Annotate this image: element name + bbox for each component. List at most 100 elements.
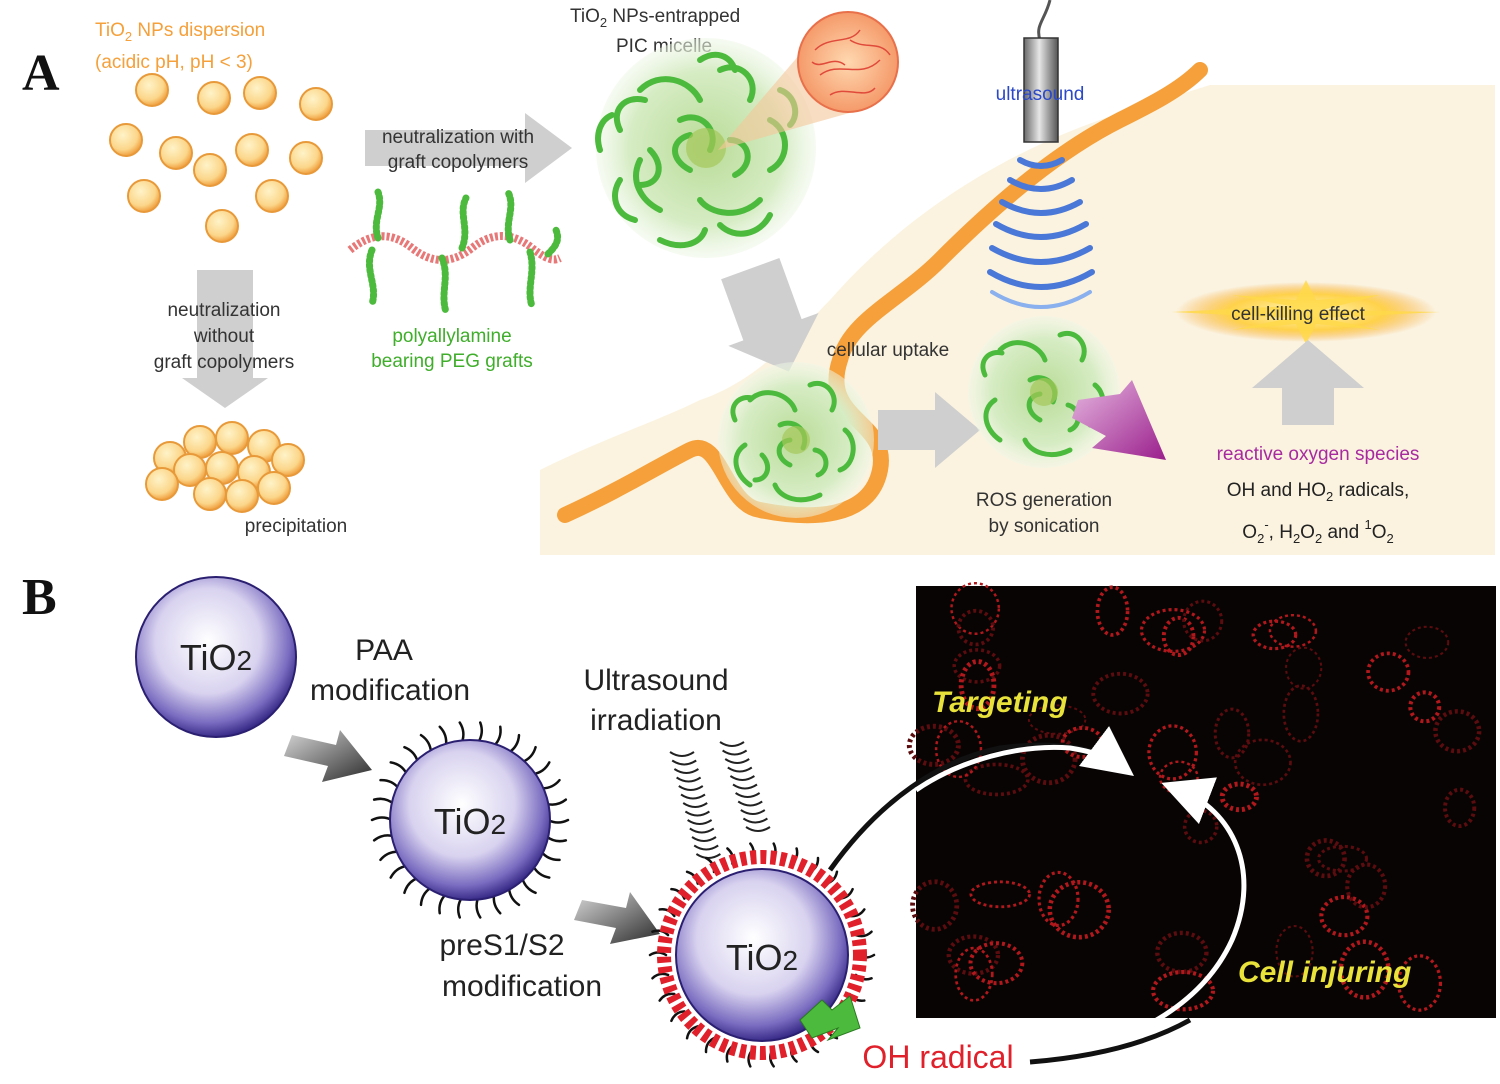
arrow-pres-modification: [574, 892, 660, 944]
cell-outline: [1443, 787, 1477, 829]
dispersed-nanoparticles: [109, 73, 333, 243]
tio2-bare-particle: TiO2: [135, 576, 297, 738]
cell-outline: [1147, 724, 1198, 781]
radicals-label-2: O2-, H2O2 and 1O2: [1242, 517, 1393, 546]
polymer-hair: [419, 886, 433, 907]
arrow-to-uptake: [721, 258, 819, 372]
cell-outline: [1047, 879, 1111, 940]
cell-outline: [1161, 615, 1196, 658]
polymer-hair: [492, 725, 502, 748]
polymer-hair: [379, 778, 400, 790]
ultrasound-label-a: ultrasound: [996, 84, 1085, 105]
cell-outline: [1319, 894, 1370, 938]
cell-killing-burst: [1172, 280, 1440, 344]
panel-b-letter: B: [22, 569, 57, 626]
ultrasound-wave-stroke: [727, 766, 753, 773]
cell-outline: [1219, 781, 1259, 813]
ultrasound-wave-stroke: [678, 785, 704, 791]
polymer-hair: [370, 816, 394, 822]
polymer-label-2: bearing PEG grafts: [371, 351, 533, 372]
ultrasound-wave-stroke: [671, 759, 697, 766]
arrow-to-ros: [878, 392, 980, 468]
ultrasound-wave-stroke: [676, 776, 702, 783]
panel-a: A TiO2 NPs dispersion (acidic pH, pH < 3…: [22, 0, 1495, 555]
cell-outline: [958, 659, 997, 712]
polymer-hair: [670, 1010, 686, 1023]
cell-outline: [906, 723, 961, 767]
cell-outline: [1155, 930, 1209, 975]
polymer-hair: [648, 951, 668, 957]
ultrasound-wave-stroke: [682, 802, 708, 808]
pic-micelle-sonication: [968, 316, 1120, 468]
pres-label-2: modification: [442, 970, 602, 1003]
cell-outline: [1317, 844, 1369, 873]
cell-outline: [1282, 684, 1320, 743]
ultrasound-wave-stroke: [740, 809, 766, 815]
tio2-bare-label: TiO2: [180, 637, 252, 678]
panel-a-letter: A: [22, 45, 60, 102]
dispersion-label: TiO2 NPs dispersion: [95, 20, 265, 44]
polymer-hair: [546, 818, 570, 824]
pres-label-1: preS1/S2: [439, 929, 564, 962]
cell-outline: [963, 762, 1030, 797]
polymer-hair: [419, 733, 433, 754]
panel-b: B TiO2 PAA modification TiO2 Ultrasound …: [22, 569, 1496, 1075]
precipitated-nanoparticles: [145, 421, 305, 513]
cell-outline: [968, 941, 1025, 986]
oh-release-arrow: [799, 995, 861, 1042]
cell-outline: [1404, 625, 1450, 659]
dispersion-ph-label: (acidic pH, pH < 3): [95, 52, 253, 73]
polymer-hair: [372, 797, 395, 806]
cell-outline: [1345, 862, 1388, 910]
polymer-hair: [438, 892, 448, 915]
arrow-to-cell-killing: [1252, 340, 1364, 425]
cell-outline: [1151, 969, 1216, 1012]
cell-outline: [1213, 707, 1251, 760]
cell-outline: [910, 879, 960, 932]
cell-injuring-arrow: [1039, 777, 1247, 1061]
ultrasound-wave-stroke: [693, 844, 719, 851]
cell-outline: [1268, 613, 1318, 648]
ultrasound-wave-stroke: [687, 819, 713, 825]
polymer-hair: [456, 896, 464, 919]
ultrasound-wave-stroke: [684, 810, 710, 817]
cell-outline: [1095, 585, 1130, 637]
ultrasound-wave-stroke: [724, 758, 750, 764]
cell-outline: [1433, 709, 1482, 754]
neutralization-without-label-1: neutralization: [167, 300, 280, 321]
cell-outline: [1285, 646, 1323, 690]
cell-outline: [954, 946, 994, 1002]
paa-label-2: modification: [310, 674, 470, 707]
reactive-oxygen-label: reactive oxygen species: [1217, 444, 1420, 465]
arrow-paa-modification: [284, 730, 372, 782]
pic-micelle-uptake: [718, 362, 874, 518]
polymer-hair: [507, 886, 521, 907]
arrow-neutralization-with: [365, 113, 572, 183]
ros-release-arrow: [1072, 380, 1166, 460]
ultrasound-wave-stroke: [737, 800, 763, 807]
oh-radical-label: OH radical: [862, 1039, 1013, 1075]
ultrasound-waves: [987, 157, 1095, 309]
polymer-hair: [658, 992, 676, 1002]
neutralization-without-label-3: graft copolymers: [154, 352, 294, 373]
ultrasound-wave-stroke: [719, 741, 745, 747]
paa-label-1: PAA: [355, 634, 413, 667]
polymer-hair: [531, 761, 551, 776]
polymer-hair: [389, 864, 409, 879]
ultrasound-wave-stroke: [735, 792, 761, 798]
cell-outline: [1338, 939, 1391, 1000]
cell-outline: [1139, 608, 1207, 653]
cell-outline: [1275, 924, 1314, 978]
polymer-hair: [476, 721, 484, 744]
polymer-label-1: polyallylamine: [392, 326, 511, 347]
ultrasound-wave-stroke: [673, 768, 699, 774]
cellular-uptake-label: cellular uptake: [827, 340, 950, 361]
ultrasound-wave-stroke: [691, 836, 717, 842]
precipitation-label: precipitation: [245, 516, 347, 537]
cell-injuring-label: Cell injuring: [1238, 956, 1411, 989]
cell-outline: [956, 608, 996, 647]
cell-outline: [1182, 599, 1224, 643]
micelle-zoom-inset: [718, 11, 899, 150]
cell-outline: [1027, 704, 1087, 735]
